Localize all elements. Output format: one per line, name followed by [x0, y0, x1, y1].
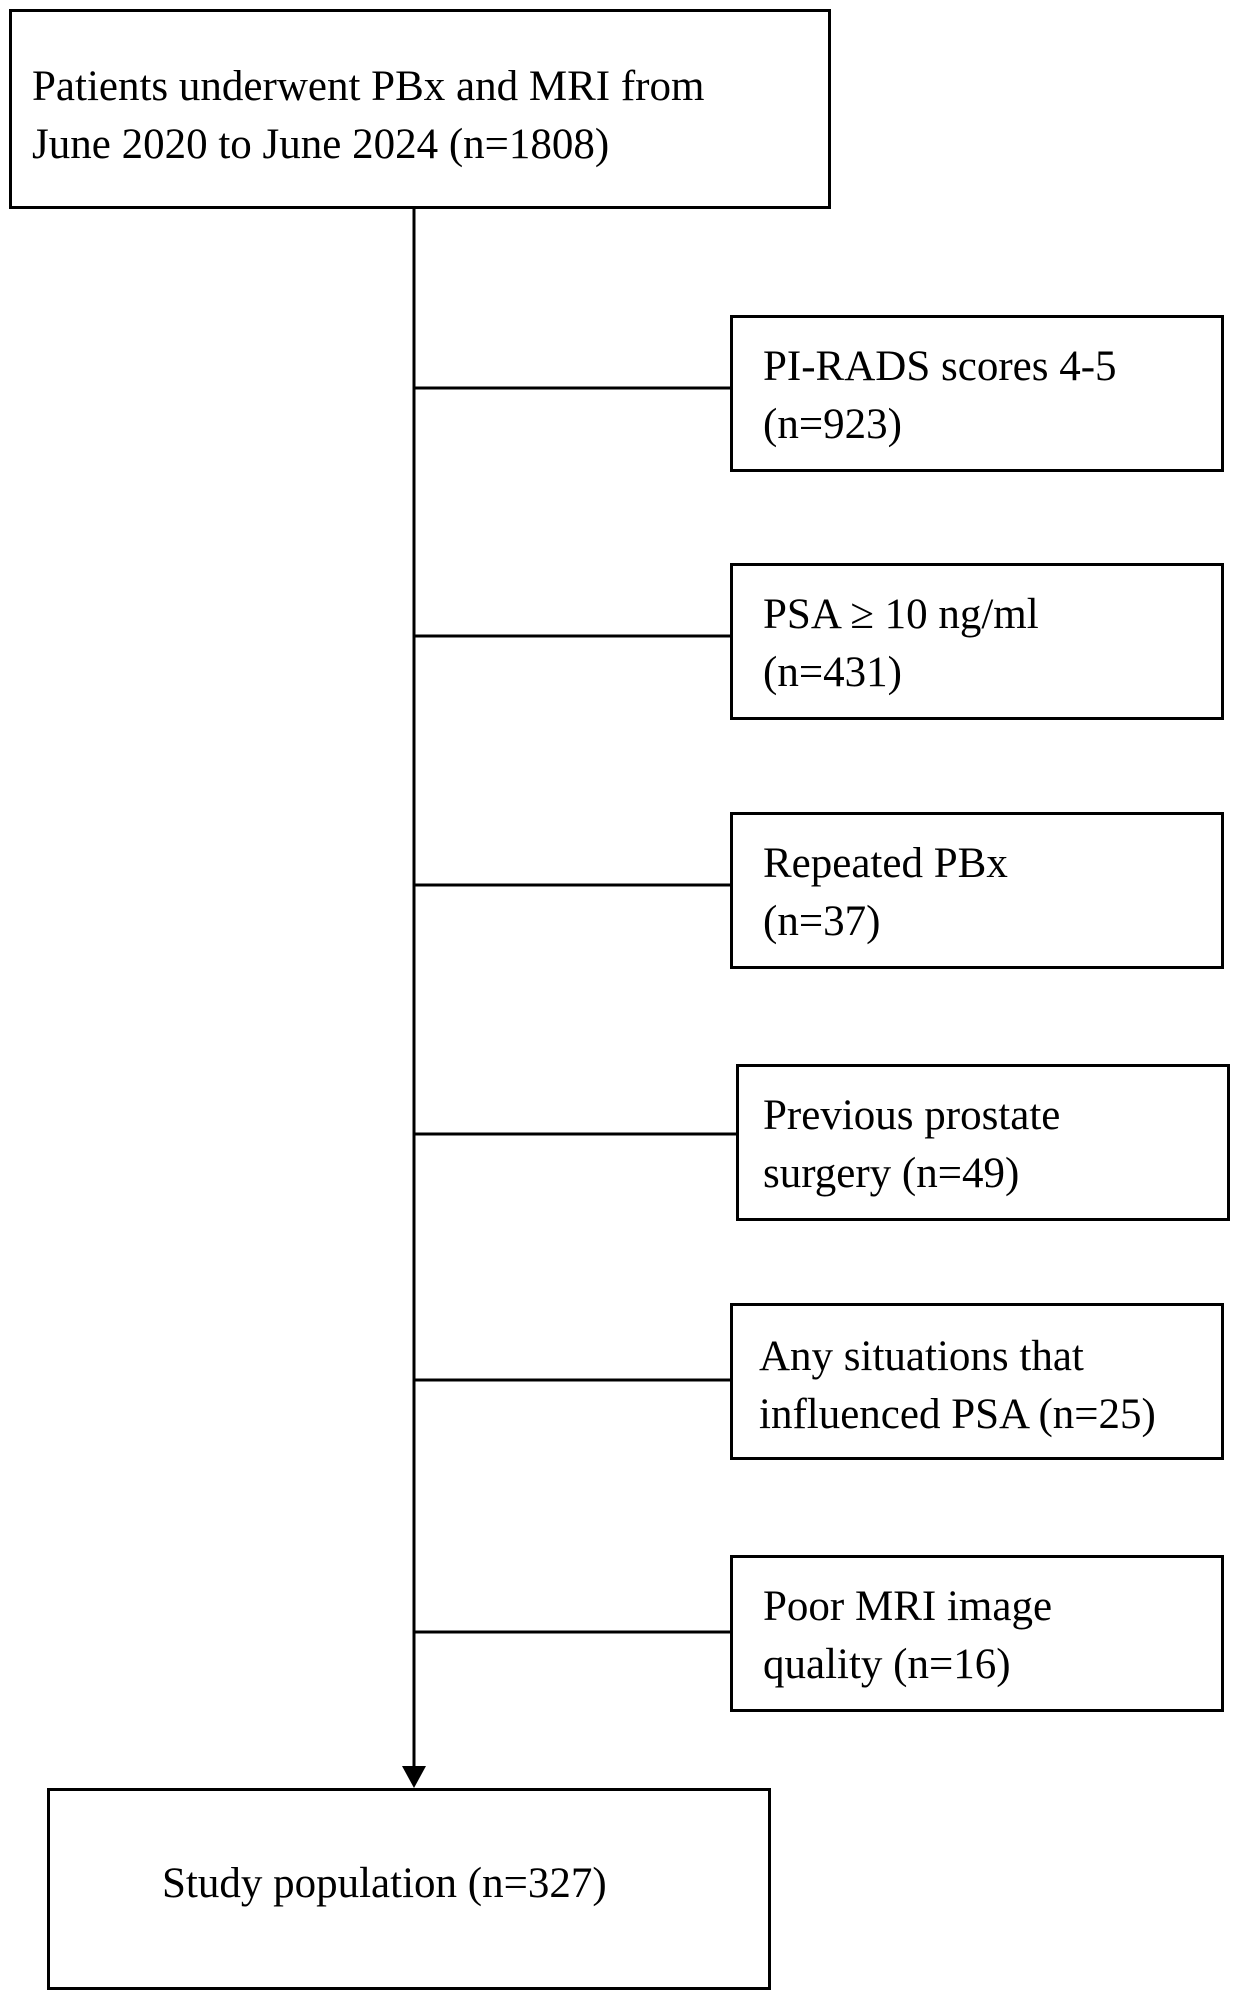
exclusion-box-line-2: (n=37) [763, 898, 881, 945]
exclusion-box-line-1: PSA ≥ 10 ng/ml [763, 591, 1039, 638]
exclusion-box-psa-influence: Any situations that influenced PSA (n=25… [730, 1303, 1224, 1460]
exclusion-box-line-1: Repeated PBx [763, 840, 1008, 887]
exclusion-box-line-2: surgery (n=49) [763, 1150, 1020, 1197]
start-box-line-2: June 2020 to June 2024 (n=1808) [32, 121, 610, 168]
exclusion-box-line-1: PI-RADS scores 4-5 [763, 343, 1117, 390]
exclusion-box-poor-mri: Poor MRI image quality (n=16) [730, 1555, 1224, 1712]
start-box: Patients underwent PBx and MRI from June… [9, 9, 831, 209]
start-box-line-1: Patients underwent PBx and MRI from [32, 63, 705, 110]
exclusion-box-psa: PSA ≥ 10 ng/ml (n=431) [730, 563, 1224, 720]
exclusion-box-line-2: influenced PSA (n=25) [759, 1391, 1156, 1438]
exclusion-box-previous-surgery: Previous prostate surgery (n=49) [736, 1064, 1230, 1221]
exclusion-box-line-2: quality (n=16) [763, 1641, 1011, 1688]
final-box-label: Study population (n=327) [162, 1860, 607, 1907]
exclusion-box-line-1: Any situations that [759, 1333, 1084, 1380]
exclusion-box-line-2: (n=923) [763, 401, 902, 448]
exclusion-box-repeated-pbx: Repeated PBx (n=37) [730, 812, 1224, 969]
exclusion-box-line-1: Poor MRI image [763, 1583, 1053, 1630]
exclusion-box-pirads: PI-RADS scores 4-5 (n=923) [730, 315, 1224, 472]
final-box: Study population (n=327) [47, 1788, 771, 1990]
exclusion-box-line-1: Previous prostate [763, 1092, 1061, 1139]
exclusion-box-line-2: (n=431) [763, 649, 902, 696]
main-flow-arrowhead [402, 1766, 426, 1788]
